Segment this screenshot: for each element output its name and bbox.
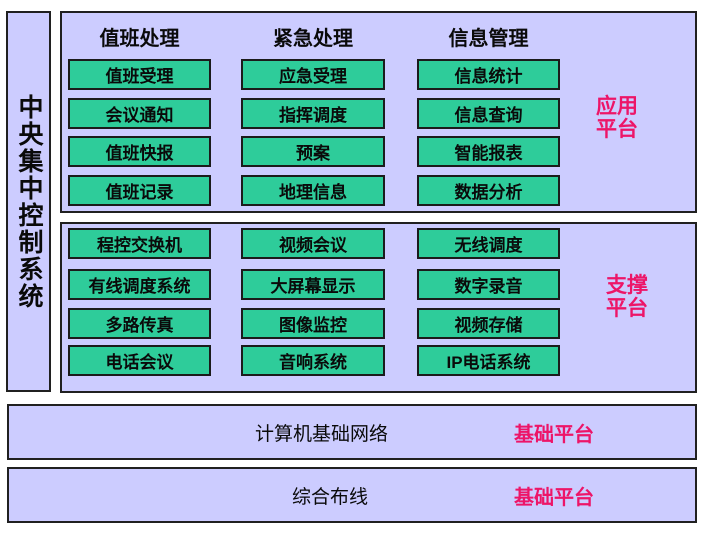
- sup-block-wireless-dispatch: 无线调度: [417, 228, 560, 259]
- sup-block-video-storage: 视频存储: [417, 308, 560, 339]
- central-control-system-sidebar: 中央集中控制系统: [6, 11, 51, 392]
- support-platform-label-line1: 支撑: [606, 274, 648, 297]
- app-block-info-statistics: 信息统计: [417, 59, 560, 90]
- base-network-title: 计算机基础网络: [255, 423, 389, 445]
- support-platform-label-line2: 平台: [606, 297, 648, 320]
- application-platform-label: 应用 平台: [596, 95, 638, 141]
- base-platform-network-bar: 计算机基础网络 基础平台: [7, 404, 697, 460]
- sup-block-ip-phone-system: IP电话系统: [417, 345, 560, 376]
- sup-block-pbx: 程控交换机: [68, 228, 211, 259]
- sup-block-multichannel-fax: 多路传真: [68, 308, 211, 339]
- base-cabling-title: 综合布线: [292, 486, 369, 508]
- app-block-geographic-info: 地理信息: [241, 175, 385, 206]
- sup-block-image-monitoring: 图像监控: [241, 308, 385, 339]
- base-platform-cabling-bar: 综合布线 基础平台: [7, 467, 697, 523]
- base-platform-label-2: 基础平台: [514, 486, 594, 509]
- app-block-duty-bulletin: 值班快报: [68, 136, 211, 167]
- application-platform-panel: 值班处理 紧急处理 信息管理 值班受理 会议通知 值班快报 值班记录 应急受理 …: [60, 11, 697, 213]
- app-block-emergency-acceptance: 应急受理: [241, 59, 385, 90]
- sup-block-audio-system: 音响系统: [241, 345, 385, 376]
- base-platform-label-1: 基础平台: [514, 423, 594, 446]
- column-header-duty-processing: 值班处理: [99, 27, 180, 50]
- app-block-duty-record: 值班记录: [68, 175, 211, 206]
- sup-block-wired-dispatch-system: 有线调度系统: [68, 269, 211, 300]
- app-block-info-query: 信息查询: [417, 98, 560, 129]
- app-block-data-analysis: 数据分析: [417, 175, 560, 206]
- sup-block-large-screen-display: 大屏幕显示: [241, 269, 385, 300]
- app-block-command-dispatch: 指挥调度: [241, 98, 385, 129]
- sup-block-telephone-conference: 电话会议: [68, 345, 211, 376]
- sup-block-digital-recording: 数字录音: [417, 269, 560, 300]
- central-control-system-title: 中央集中控制系统: [15, 93, 43, 310]
- application-platform-label-line2: 平台: [596, 118, 638, 141]
- support-platform-panel: 程控交换机 有线调度系统 多路传真 电话会议 视频会议 大屏幕显示 图像监控 音…: [60, 222, 697, 393]
- app-block-plan: 预案: [241, 136, 385, 167]
- sup-block-video-conference: 视频会议: [241, 228, 385, 259]
- application-platform-label-line1: 应用: [596, 95, 638, 118]
- support-platform-label: 支撑 平台: [606, 274, 648, 320]
- app-block-duty-acceptance: 值班受理: [68, 59, 211, 90]
- app-block-smart-report: 智能报表: [417, 136, 560, 167]
- column-header-emergency-processing: 紧急处理: [273, 27, 353, 50]
- column-header-information-management: 信息管理: [448, 27, 529, 50]
- app-block-meeting-notice: 会议通知: [68, 98, 211, 129]
